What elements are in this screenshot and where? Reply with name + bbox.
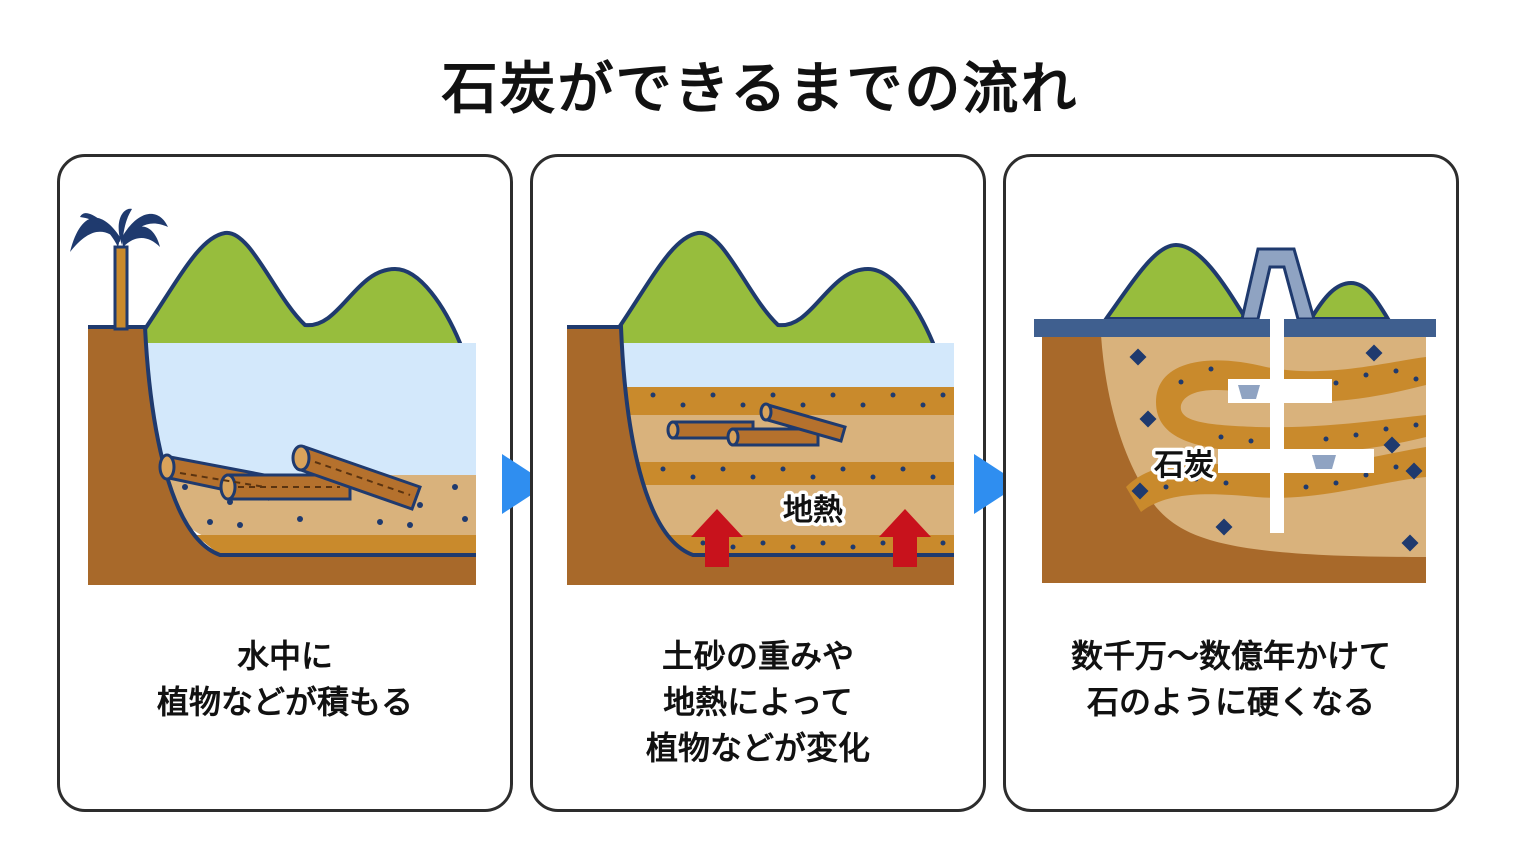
- mine-cart-icon: [1238, 385, 1260, 399]
- caption-line: 土砂の重みや: [661, 637, 854, 675]
- caption-line: 植物などが変化: [645, 729, 870, 767]
- mine-shaft: [1270, 319, 1284, 533]
- ground-surface: [1034, 319, 1436, 337]
- mountain: [616, 230, 935, 349]
- coal-label: 石炭: [1153, 448, 1214, 483]
- caption-line: 石のように硬くなる: [1086, 683, 1375, 721]
- mountain: [1102, 242, 1250, 321]
- mountain: [1307, 280, 1392, 321]
- strata-top: [621, 387, 954, 415]
- logs: [666, 402, 847, 447]
- basin-soil: [88, 327, 476, 585]
- caption-line: 水中に: [236, 637, 333, 675]
- orange-layer: [195, 535, 476, 555]
- step-panel-2: 地熱 土砂の重みや 地熱によって 植物などが変化: [530, 154, 986, 812]
- strata-mid: [629, 462, 954, 485]
- mountain: [143, 230, 462, 349]
- seam-dots: [1163, 366, 1419, 490]
- step-panel-3: 石炭 数千万〜数億年かけて 石のように硬くなる: [1003, 154, 1459, 812]
- diagram-title: 石炭ができるまでの流れ: [441, 57, 1079, 122]
- scene-coal-seam-mine: 石炭: [1034, 242, 1436, 583]
- step-1-caption: 水中に 植物などが積もる: [60, 633, 510, 725]
- scene-sediment-under-water: [70, 208, 476, 585]
- step-3-caption: 数千万〜数億年かけて 石のように硬くなる: [1006, 633, 1456, 725]
- caption-line: 植物などが積もる: [156, 683, 413, 721]
- coal-seam: [1156, 357, 1426, 454]
- step-panel-1: 水中に 植物などが積もる: [57, 154, 513, 812]
- mine-headframe: [1240, 247, 1316, 321]
- caption-line: 地熱によって: [663, 683, 853, 721]
- next-arrow-icon: [502, 454, 548, 514]
- step-2-caption: 土砂の重みや 地熱によって 植物などが変化: [533, 633, 983, 771]
- water: [618, 343, 954, 389]
- strata-dots: [650, 392, 946, 550]
- caption-line: 数千万〜数億年かけて: [1070, 637, 1391, 675]
- mine-tunnel: [1218, 449, 1374, 473]
- palm-tree: [70, 208, 168, 331]
- scene-compression-heat: 地熱: [567, 230, 954, 585]
- next-arrow-icon: [974, 454, 1020, 514]
- log-grain: [179, 461, 411, 496]
- soil-wedge: [1042, 335, 1426, 583]
- basin-outline: [567, 325, 954, 557]
- geothermal-label: 地熱: [783, 493, 843, 528]
- mine-cart-icon: [1312, 455, 1336, 469]
- heat-arrow-right-icon: [879, 509, 931, 567]
- heat-arrow-left-icon: [691, 509, 743, 567]
